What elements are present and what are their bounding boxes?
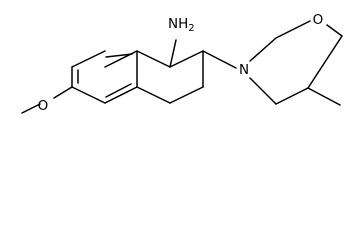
morpholine-oxygen-label: O [313, 12, 324, 28]
morpholine-nitrogen-label: N [239, 62, 249, 78]
ring-bond [169, 50, 204, 68]
ring-bond [249, 37, 277, 62]
ring-bond [169, 86, 204, 104]
ring-bond [136, 86, 171, 104]
methoxy-oxygen-label: O [38, 98, 49, 114]
ring-bond [275, 87, 309, 105]
morpholine-link-bond [202, 50, 237, 69]
aromatic-ring [71, 50, 138, 104]
ring-bond [71, 50, 106, 68]
ring-bond [275, 20, 311, 39]
amine-bond [169, 39, 177, 68]
ring-bond [307, 35, 343, 89]
ring-bond [71, 86, 106, 104]
morpholine-methyl-bond [307, 87, 341, 106]
aromatic-double-bond [105, 83, 132, 98]
ring-bond [249, 77, 277, 105]
morpholine-ring [249, 20, 343, 105]
amine-label: NH2 [168, 16, 195, 34]
chemical-structure: NH2 O N O [21, 12, 343, 114]
saturated-ring [136, 50, 204, 104]
ring-bond [136, 50, 171, 68]
aromatic-double-bond [105, 53, 133, 58]
ring-bond [104, 86, 138, 104]
methyl-bond [21, 103, 41, 114]
ring-bond [326, 24, 343, 37]
methoxy-bond [53, 86, 73, 99]
